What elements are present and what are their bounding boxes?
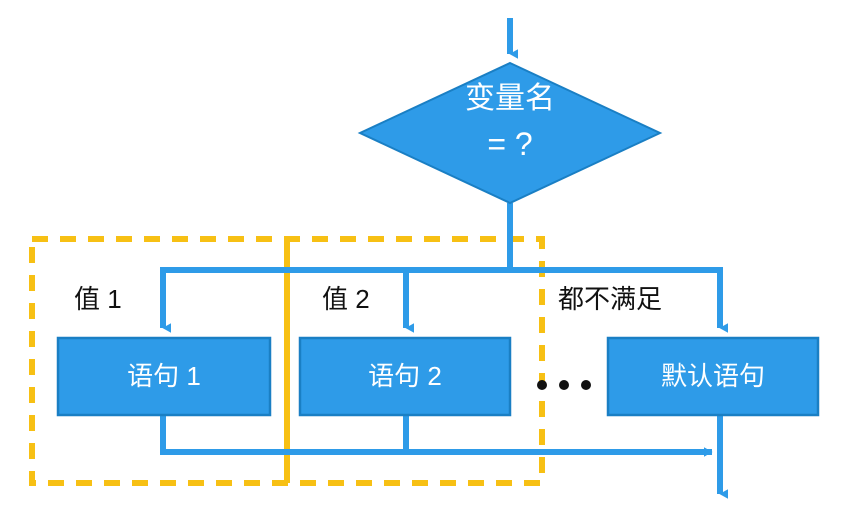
branch-label-value-2: 值 2 bbox=[322, 284, 370, 314]
decision-node-shape[interactable] bbox=[357, 61, 663, 205]
ellipsis-dot bbox=[559, 380, 569, 390]
case1-node-shape[interactable] bbox=[56, 336, 272, 417]
default-node-shape[interactable] bbox=[606, 336, 820, 417]
case2-node-shape[interactable] bbox=[298, 336, 512, 417]
ellipsis-dot bbox=[581, 380, 591, 390]
ellipsis-dot bbox=[537, 380, 547, 390]
branch-label-default: 都不满足 bbox=[558, 284, 663, 314]
branch-label-value-1: 值 1 bbox=[74, 284, 122, 314]
